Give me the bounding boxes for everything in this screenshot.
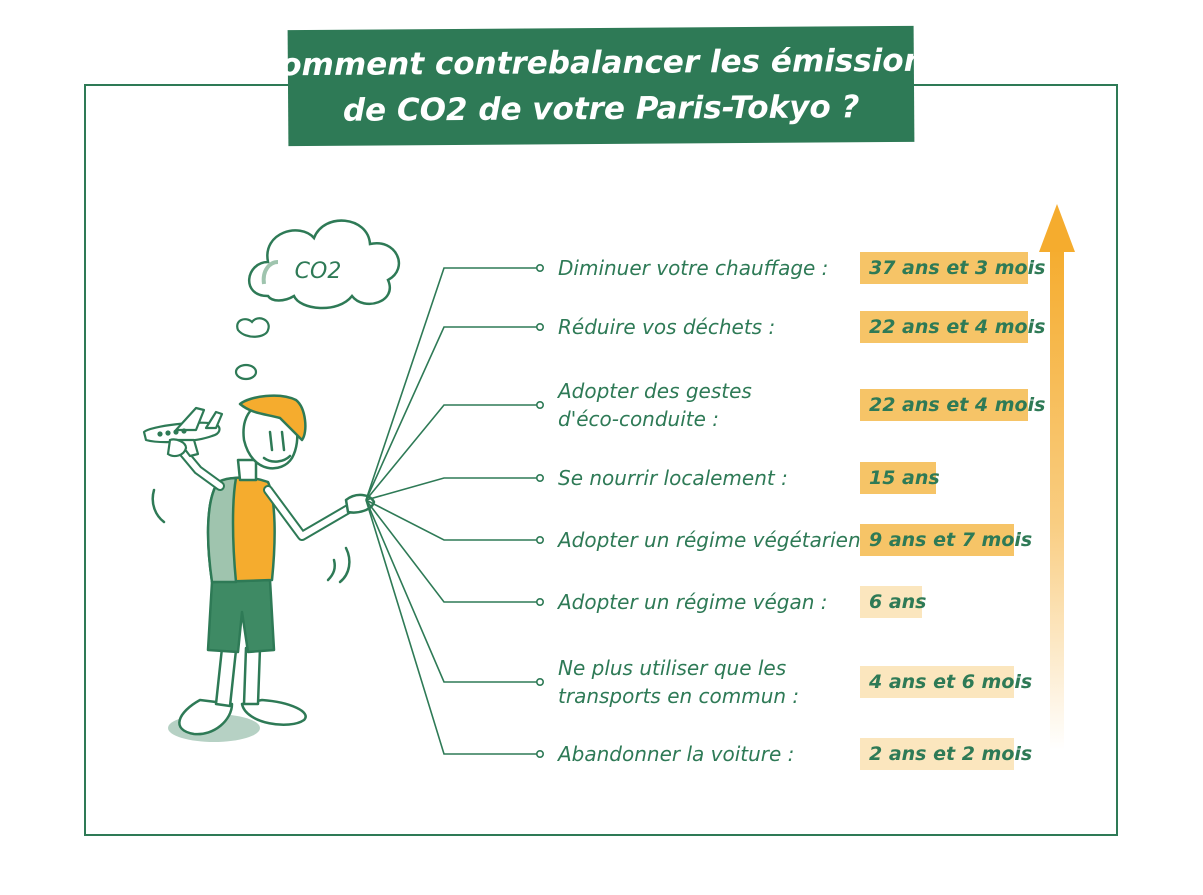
row-label-line: Ne plus utiliser que les — [558, 656, 787, 680]
connector-dot — [535, 322, 544, 331]
connector-dot — [535, 263, 544, 272]
connector-line — [365, 499, 540, 755]
row-value-badge: 9 ans et 7 mois — [860, 524, 1032, 556]
connector-dot — [535, 535, 544, 544]
row-label-line: Adopter un régime végétarien : — [558, 528, 874, 552]
connector-line — [365, 499, 540, 541]
row-value-badge: 2 ans et 2 mois — [860, 738, 1032, 770]
increase-arrow — [1039, 204, 1075, 750]
connector-dot — [535, 597, 544, 606]
connector-dot — [535, 749, 544, 758]
row-label: Abandonner la voiture : — [558, 740, 794, 768]
connector-lines — [365, 263, 544, 758]
connector-dot — [535, 473, 544, 482]
cloud-label: CO2 — [295, 259, 342, 284]
row-label-line: Adopter un régime végan : — [558, 590, 828, 614]
connector-line — [365, 499, 540, 603]
row-value-badge: 15 ans — [860, 462, 940, 494]
row-value-badge: 6 ans — [860, 586, 927, 618]
connector-line — [365, 499, 540, 683]
row-label: Diminuer votre chauffage : — [558, 254, 828, 282]
row-value-badge: 37 ans et 3 mois — [860, 252, 1045, 284]
row-label: Adopter un régime végétarien : — [558, 526, 874, 554]
row-label: Ne plus utiliser que les transports en co… — [558, 654, 799, 710]
row-label-line: Diminuer votre chauffage : — [558, 256, 829, 280]
row-label: Adopter un régime végan : — [558, 588, 828, 616]
row-label-line: Abandonner la voiture : — [558, 742, 795, 766]
co2-cloud: CO2 — [248, 219, 400, 310]
connector-line — [365, 267, 540, 501]
connector-dot — [535, 677, 544, 686]
connector-dot — [535, 400, 544, 409]
row-label-line: transports en commun : — [558, 684, 800, 708]
row-label-line: Se nourrir localement : — [558, 466, 788, 490]
row-label-line: Réduire vos déchets : — [558, 315, 776, 339]
row-label-line: Adopter des gestes — [558, 379, 752, 403]
connector-line — [365, 477, 540, 501]
connector-line — [365, 404, 540, 501]
row-value-badge: 4 ans et 6 mois — [860, 666, 1032, 698]
hand-left — [166, 438, 188, 458]
connector-line — [365, 326, 540, 501]
row-label-line: d'éco-conduite : — [558, 407, 720, 431]
row-label: Adopter des gestes d'éco-conduite : — [558, 377, 752, 433]
thought-bubbles — [234, 317, 270, 381]
row-label: Réduire vos déchets : — [558, 313, 775, 341]
row-label: Se nourrir localement : — [558, 464, 788, 492]
row-value-badge: 22 ans et 4 mois — [860, 311, 1045, 343]
row-value-badge: 22 ans et 4 mois — [860, 389, 1045, 421]
